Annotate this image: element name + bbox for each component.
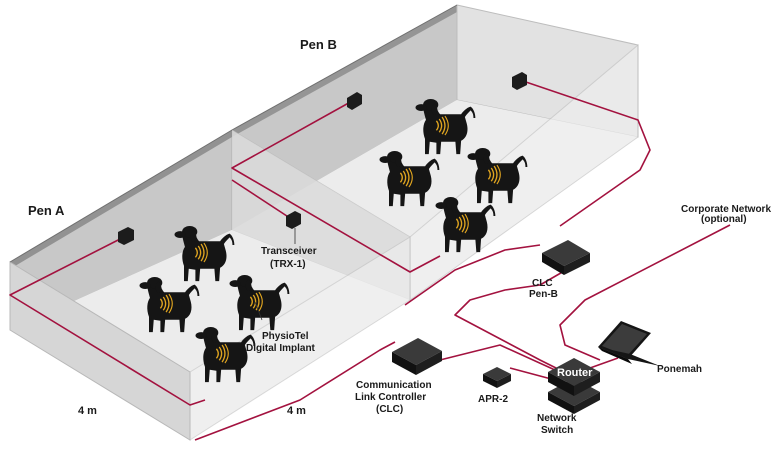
laptop-icon <box>598 321 660 366</box>
pen-b-label: Pen B <box>300 37 337 52</box>
router-device <box>548 358 600 396</box>
clc-main-label-line-2: Link Controller <box>355 392 426 403</box>
dimension-label-b: 4 m <box>287 405 306 417</box>
transceiver-label-line-1: Transceiver <box>261 246 317 257</box>
ponemah-label: Ponemah <box>657 364 702 375</box>
router-label: Router <box>557 367 593 379</box>
clc-pen-b-label-line-1: CLC <box>532 278 553 289</box>
implant-label-line-1: PhysioTel <box>262 331 309 342</box>
clc-pen-b-label-line-2: Pen-B <box>529 289 558 300</box>
apr-2-device <box>483 367 511 388</box>
clc-pen-b-device <box>542 240 590 275</box>
apr-2-label: APR-2 <box>478 394 508 405</box>
transceiver-box-icon <box>347 92 362 110</box>
corporate-network-label-line-2: (optional) <box>701 214 747 225</box>
dimension-label-a: 4 m <box>78 405 97 417</box>
clc-main-label-line-3: (CLC) <box>376 404 403 415</box>
clc-main-label-line-1: Communication <box>356 380 432 391</box>
network-switch-label-line-2: Switch <box>541 425 573 436</box>
transceiver-label-line-2: (TRX-1) <box>270 259 306 270</box>
implant-label-line-2: Digital Implant <box>246 343 316 354</box>
corporate-network-label-line-1: Corporate Network <box>681 204 771 215</box>
transceiver-box-icon <box>286 211 301 229</box>
pen-a-label: Pen A <box>28 203 65 218</box>
network-switch-label-line-1: Network <box>537 413 577 424</box>
clc-main-device <box>392 338 442 375</box>
transceiver-box-icon <box>118 227 134 245</box>
transceiver-box-icon <box>512 72 527 90</box>
cabling <box>9 79 731 441</box>
